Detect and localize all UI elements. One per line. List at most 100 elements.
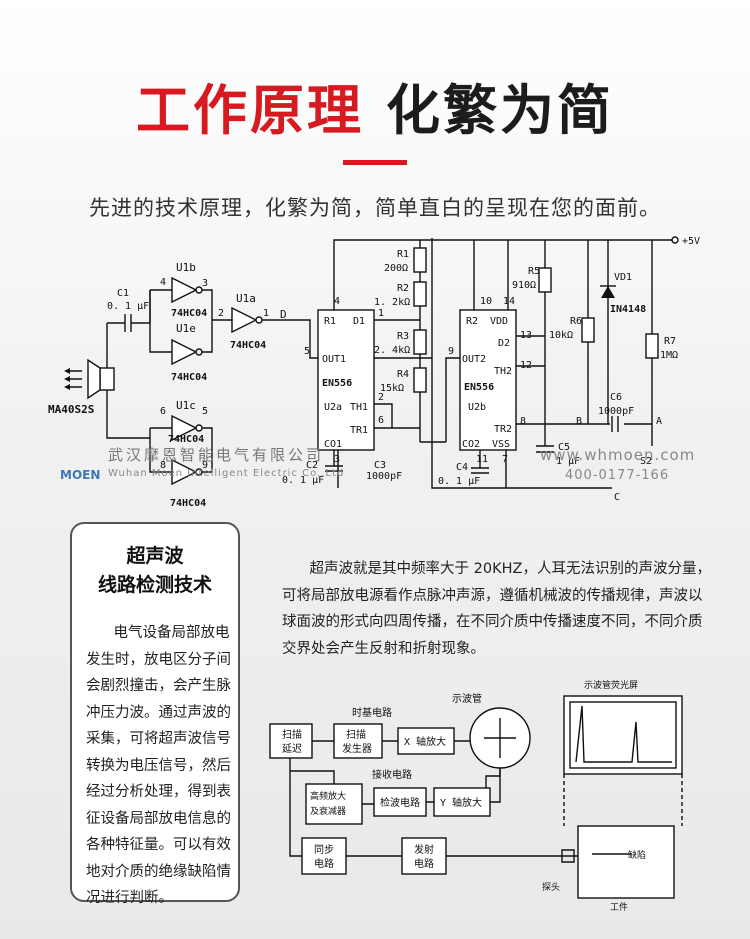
schematic-label: R2 <box>397 283 409 294</box>
screen-label: 示波管荧光屏 <box>584 679 638 691</box>
schematic-label: 200Ω <box>384 263 408 274</box>
schematic-label: EN556 <box>464 382 494 393</box>
company-phone: 400-0177-166 <box>565 468 670 483</box>
schematic-label: U1c <box>176 399 196 412</box>
schematic-label: 6 <box>160 406 166 417</box>
screen-panel: 示波管荧光屏 <box>563 679 683 826</box>
schematic-label: TH1 <box>350 402 368 413</box>
schematic-label: U2b <box>468 402 486 413</box>
schematic-label: 1 <box>263 308 269 319</box>
capacitor-c1: C1 0. 1 μF <box>107 288 151 332</box>
schematic-label: 4 <box>334 296 340 307</box>
ultrasonic-paragraph: 超声波就是其中频率大于 20KHZ，人耳无法识别的声波分量，可将局部放电源看作点… <box>282 561 711 657</box>
hf-amp-line2: 及衰减器 <box>310 805 346 817</box>
transmit-line2: 电路 <box>414 857 434 870</box>
sync-line2: 电路 <box>314 857 334 870</box>
x-amp: X 轴放大 <box>404 735 446 748</box>
page-subtitle: 先进的技术原理，化繁为简，简单直白的呈现在您的面前。 <box>89 196 661 220</box>
schematic-label: MA40S2S <box>48 403 94 416</box>
schematic-label: 14 <box>503 296 515 307</box>
schematic-label: 1 μF <box>556 456 580 467</box>
inverter-u1e: U1e 74HC04 <box>171 322 207 383</box>
schematic-label: 1. 2kΩ <box>374 297 410 308</box>
technique-card: 超声波 线路检测技术 电气设备局部放电发生时，放电区分子间会剧烈撞击，会产生脉冲… <box>70 522 240 906</box>
probe-label: 探头 <box>542 881 560 893</box>
schematic-label: TR1 <box>350 425 368 436</box>
schematic-label: 1000pF <box>598 406 634 417</box>
card-body: 电气设备局部放电发生时，放电区分子间会剧烈撞击，会产生脉冲压力波。通过声波的采集… <box>86 625 231 906</box>
schematic-label: U1b <box>176 261 196 274</box>
schematic-label: 11 <box>476 454 488 465</box>
schematic-label: 2. 4kΩ <box>374 345 410 356</box>
schematic-label: 10 <box>480 296 492 307</box>
schematic-label: C3 <box>374 460 386 471</box>
company-watermark: MOEN 武汉摩恩智能电气有限公司 Wuhan Moen Intelligent… <box>60 440 700 486</box>
schematic-label: VD1 <box>614 272 632 283</box>
schematic-label: 74HC04 <box>171 308 207 319</box>
scan-gen-line1: 扫描 <box>346 728 366 741</box>
ultrasonic-block-diagram: 扫描 延迟 时基电路 扫描 发生器 X 轴放大 示波管 接收电路 高频放大 及衰… <box>269 679 683 913</box>
scan-gen-line2: 发生器 <box>342 742 372 755</box>
schematic-label: R5 <box>528 266 540 277</box>
schematic-label: 9 <box>448 346 454 357</box>
schematic-label: 0. 1 μF <box>107 301 149 312</box>
schematic-label: R4 <box>397 369 409 380</box>
title-red: 工作原理 <box>136 79 364 142</box>
schematic-label: 4 <box>160 277 166 288</box>
schematic-label: 2 <box>218 308 224 319</box>
schematic-label: 1MΩ <box>660 350 678 361</box>
schematic-label: R7 <box>664 336 676 347</box>
inverter-lower: 8 9 74HC04 <box>160 458 208 509</box>
schematic-label: B <box>576 416 582 427</box>
schematic-label: U2a <box>324 402 342 413</box>
schematic-label: S2 <box>640 456 652 467</box>
workpiece-panel: 缺陷 探头 工件 <box>542 825 675 913</box>
schematic-label: 6 <box>378 415 384 426</box>
schematic-label: 0. 1 μF <box>438 476 480 487</box>
diode-vd1: VD1 IN4148 <box>600 272 646 315</box>
schematic-label: 9 <box>202 460 208 471</box>
hf-amp-line1: 高频放大 <box>310 790 346 802</box>
schematic-label: EN556 <box>322 378 352 389</box>
scan-delay-line2: 延迟 <box>282 742 302 755</box>
timer-u2a: R1 D1 OUT1 EN556 U2a TH1 TR1 CO1 4 5 1 2… <box>304 296 384 465</box>
schematic-label: C6 <box>610 392 622 403</box>
schematic-label: CO2 <box>462 439 480 450</box>
schematic-label: C1 <box>117 288 129 299</box>
schematic-label: C5 <box>558 442 570 453</box>
company-name-cn: 武汉摩恩智能电气有限公司 <box>108 446 325 464</box>
schematic-label: 5 <box>304 346 310 357</box>
schematic-label: TH2 <box>494 366 512 377</box>
schematic-label: U1a <box>236 292 256 305</box>
inverter-u1c: U1c 6 5 74HC04 <box>160 399 208 445</box>
schematic-label: U1e <box>176 322 196 335</box>
sync-line1: 同步 <box>314 844 334 856</box>
schematic-label: D1 <box>353 316 365 327</box>
schematic-label: R1 <box>397 249 409 260</box>
scan-delay-line1: 扫描 <box>282 728 302 741</box>
y-amp: Y 轴放大 <box>440 796 482 809</box>
title-underline <box>343 160 407 165</box>
defect-label: 缺陷 <box>628 849 646 861</box>
capacitors: C2 0. 1 μF C3 1000pF C4 0. 1 μF C5 1 μF … <box>282 392 662 503</box>
title-dark: 化繁为简 <box>386 79 614 142</box>
schematic-label: R3 <box>397 331 409 342</box>
schematic-label: C <box>614 492 620 503</box>
schematic-label: CO1 <box>324 439 342 450</box>
schematic-label: D2 <box>498 338 510 349</box>
schematic-label: 8 <box>520 416 526 427</box>
schematic-label: TR2 <box>494 424 512 435</box>
company-url: www.whmoen.com <box>540 446 696 464</box>
circuit-schematic: U1b 4 3 74HC04 U1e 74HC04 U1a 2 1 74HC04… <box>48 236 700 509</box>
resistor-network: R1 200Ω R2 1. 2kΩ R3 2. 4kΩ R4 15kΩ R5 9… <box>374 247 678 394</box>
schematic-label: 1 <box>378 308 384 319</box>
schematic-label: 910Ω <box>512 280 536 291</box>
schematic-label: VDD <box>490 316 508 327</box>
workpiece-label: 工件 <box>610 901 628 913</box>
timebase-label: 时基电路 <box>352 706 392 719</box>
schematic-label: R6 <box>570 316 582 327</box>
company-name-en: Wuhan Moen Intelligent Electric Co.,Ltd <box>108 468 345 479</box>
schematic-label: D <box>280 308 287 321</box>
schematic-label: VSS <box>492 439 510 450</box>
schematic-label: 0. 1 μF <box>282 475 324 486</box>
